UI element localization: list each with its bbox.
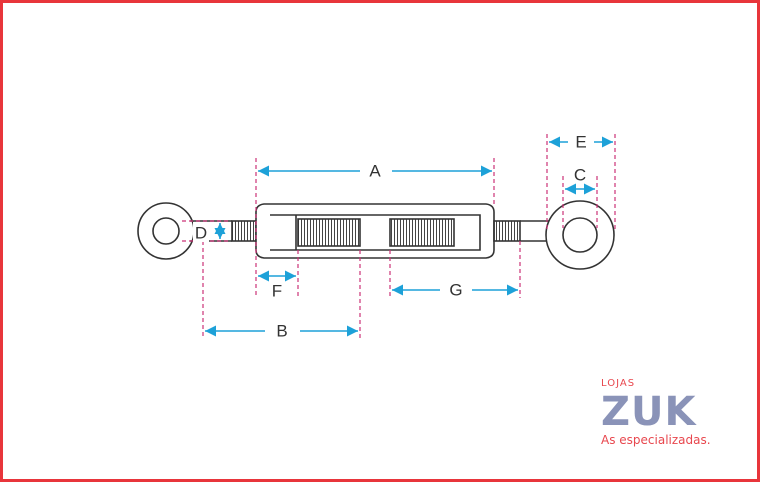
right-internal-thread	[389, 218, 455, 247]
label-b: B	[276, 322, 287, 341]
dimension-labels: A B C D E F G	[193, 133, 587, 341]
left-eye-inner	[152, 217, 180, 245]
turnbuckle-drawing	[137, 200, 615, 270]
label-d: D	[195, 224, 207, 243]
label-e: E	[575, 133, 586, 152]
right-threaded-shank	[493, 220, 521, 242]
logo-name: ZUK	[601, 389, 697, 435]
dimension-arrows	[205, 136, 613, 337]
label-c: C	[574, 166, 586, 185]
right-eye-inner	[562, 217, 598, 253]
left-internal-thread	[297, 218, 361, 247]
logo-prefix: LOJAS	[601, 378, 636, 389]
logo-tagline: As especializadas.	[601, 433, 711, 447]
left-threaded-shank	[231, 220, 257, 242]
label-g: G	[449, 281, 462, 300]
extension-lines	[182, 134, 616, 338]
label-a: A	[369, 162, 381, 181]
zuk-logo: LOJAS ZUK As especializadas.	[601, 378, 741, 447]
body-window	[270, 214, 481, 251]
label-f: F	[272, 282, 282, 301]
